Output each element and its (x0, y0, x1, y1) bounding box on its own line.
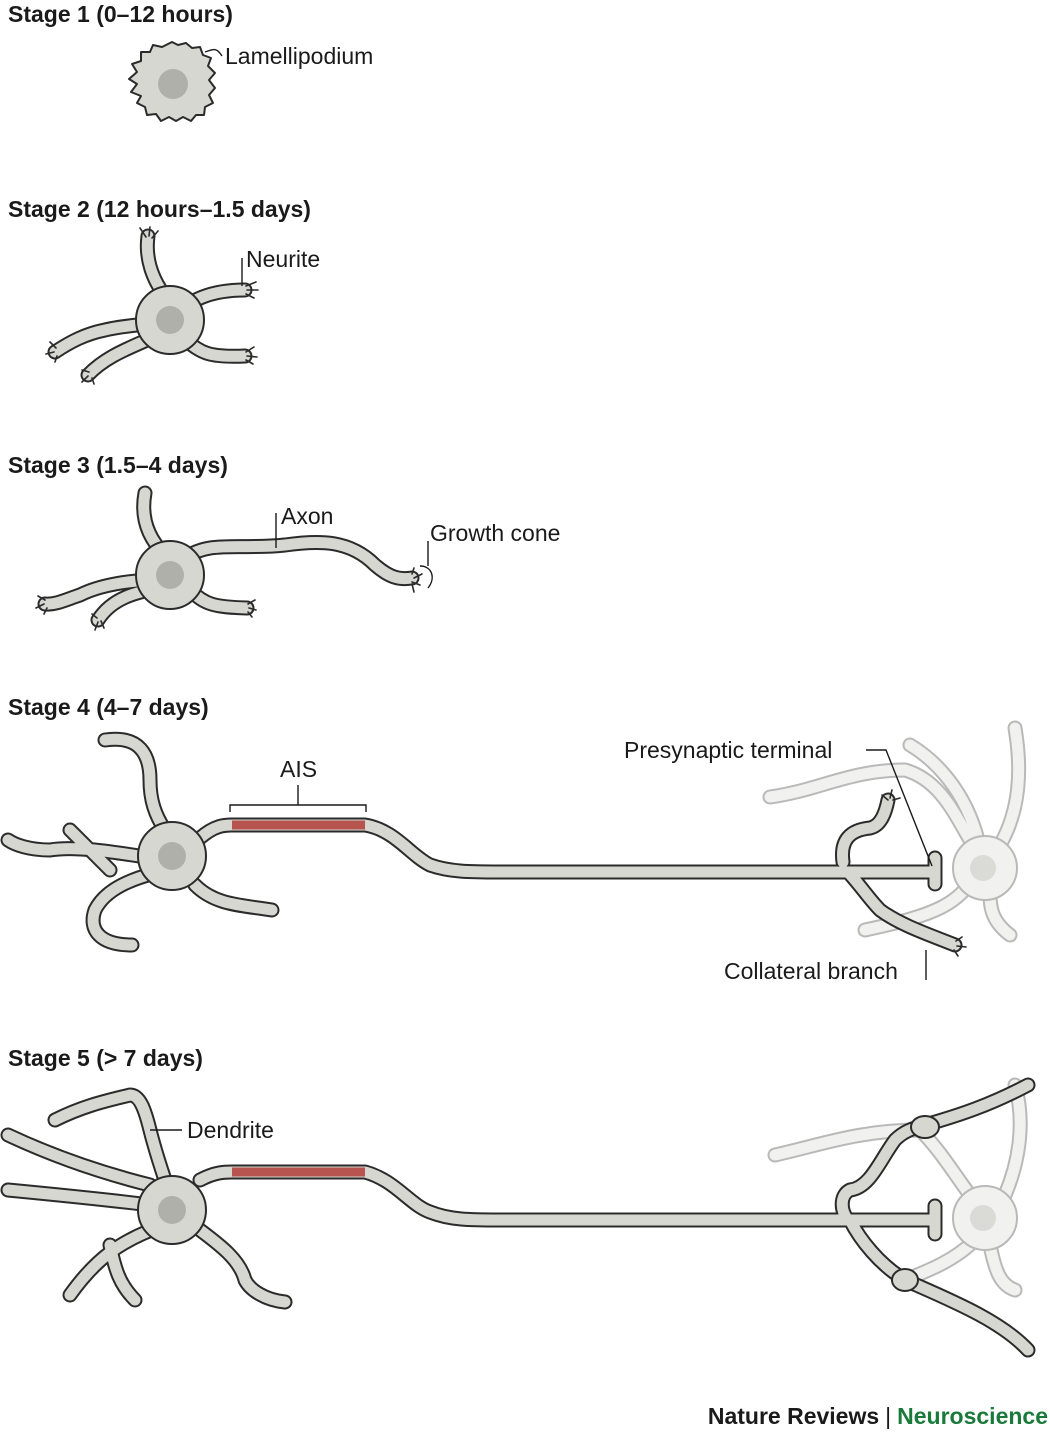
ais-bracket (229, 785, 367, 812)
growth-cone-bracket (419, 565, 433, 589)
stage-5-neuron (0, 1077, 1036, 1358)
label-neurite: Neurite (246, 246, 320, 272)
stage-2-title: Stage 2 (12 hours–1.5 days) (8, 196, 311, 222)
stage-3-neuron (35, 485, 433, 631)
label-collateral-branch: Collateral branch (724, 958, 898, 984)
nucleus (158, 1196, 186, 1224)
stage-1-title: Stage 1 (0–12 hours) (8, 1, 233, 27)
stage-5-title: Stage 5 (> 7 days) (8, 1045, 203, 1071)
synapse-bouton (910, 1115, 940, 1139)
footer-brand: Nature Reviews|Neuroscience (708, 1403, 1048, 1429)
nucleus (156, 306, 184, 334)
label-dendrite: Dendrite (187, 1117, 274, 1143)
stage-3-title: Stage 3 (1.5–4 days) (8, 452, 228, 478)
synapse-bouton (891, 1268, 919, 1292)
footer-section: Neuroscience (897, 1403, 1048, 1429)
label-presynaptic-terminal: Presynaptic terminal (624, 737, 832, 763)
stage-4-target-cell (762, 720, 1027, 943)
presynaptic-terminal-leader (866, 749, 933, 867)
footer-separator: | (885, 1403, 891, 1429)
growth-cone (411, 567, 423, 593)
nucleus (158, 842, 186, 870)
label-lamellipodium: Lamellipodium (225, 43, 373, 69)
nucleus (156, 561, 184, 589)
label-ais: AIS (280, 756, 317, 782)
lamellipodium-leader (204, 48, 223, 57)
label-axon: Axon (281, 503, 333, 529)
nucleus (158, 69, 188, 99)
label-growth-cone: Growth cone (430, 520, 560, 546)
stage-2-neuron (45, 226, 259, 385)
stage-1-cell (128, 41, 216, 122)
stage-4-title: Stage 4 (4–7 days) (8, 694, 209, 720)
stage-5-target-cell (767, 1077, 1028, 1298)
stage-4-neuron (0, 731, 967, 957)
footer-journal: Nature Reviews (708, 1403, 879, 1429)
